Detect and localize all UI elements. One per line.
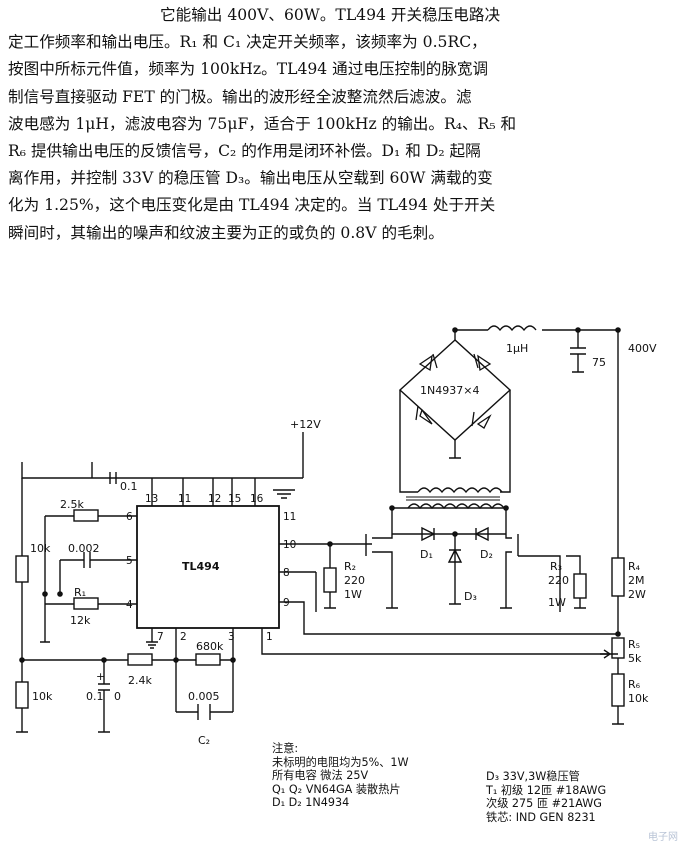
c2-name: C₂ xyxy=(198,734,210,747)
r3-value: 220 xyxy=(548,574,569,587)
r6-value: 10k xyxy=(628,692,649,705)
pin-9: 9 xyxy=(283,597,290,609)
output-voltage-label: 400V xyxy=(628,342,657,355)
notes-line: 未标明的电阻均为5%、1W xyxy=(272,755,409,769)
r-10k-bottom-label: 10k xyxy=(32,690,53,703)
r-2.4k-label: 2.4k xyxy=(128,674,152,687)
r1-name: R₁ xyxy=(74,586,86,599)
paragraph-line: R₆ 提供输出电压的反馈信号，C₂ 的作用是闭环补偿。D₁ 和 D₂ 起隔 xyxy=(8,142,481,161)
paragraph-line: 化为 1.25%，这个电压变化是由 TL494 决定的。当 TL494 处于开关 xyxy=(8,196,496,215)
output-cap-label: 75 xyxy=(592,356,606,369)
pin-11: 11 xyxy=(178,493,191,505)
resistor-r3 xyxy=(573,573,587,599)
resistor-r6 xyxy=(611,673,625,707)
resistor-r1 xyxy=(73,597,99,610)
tl494-ic-body xyxy=(136,505,280,629)
d2-label: D₂ xyxy=(480,548,493,561)
d1-label: D₁ xyxy=(420,548,433,561)
cap-plus-sign: + xyxy=(96,670,105,683)
paragraph-line: 波电感为 1μH，滤波电容为 75μF，适合于 100kHz 的输出。R₄、R₅… xyxy=(8,114,517,133)
r6-name: R₆ xyxy=(628,678,641,691)
pin-16: 16 xyxy=(250,493,264,505)
notes-line: 注意: xyxy=(272,742,299,755)
pin-1: 1 xyxy=(266,631,273,643)
notes-left: 注意: 未标明的电阻均为5%、1W 所有电容 微法 25V Q₁ Q₂ VN64… xyxy=(272,742,409,810)
r-10k-left-label: 10k xyxy=(30,542,51,555)
r5-name: R₅ xyxy=(628,638,640,651)
r4-name: R₄ xyxy=(628,560,641,573)
r2-power: 1W xyxy=(344,588,362,601)
resistor-10k-bottom xyxy=(15,681,29,709)
cap-0.1-top-label: 0.1 xyxy=(120,480,138,493)
pin-10: 10 xyxy=(283,539,296,551)
pin-2: 2 xyxy=(180,631,187,643)
resistor-680k xyxy=(195,653,221,666)
r5-value: 5k xyxy=(628,652,642,665)
paragraph-line: 按图中所标元件值，频率为 100kHz。TL494 通过电压控制的脉宽调 xyxy=(8,60,489,79)
pin-11-right: 11 xyxy=(283,511,296,523)
paragraph-line: 定工作频率和输出电压。R₁ 和 C₁ 决定开关频率，该频率为 0.5RC， xyxy=(8,33,487,52)
pin-12: 12 xyxy=(208,493,221,505)
resistor-r5 xyxy=(611,637,625,659)
notes-line: Q₁ Q₂ VN64GA 装散热片 xyxy=(272,782,401,796)
watermark: 电子网 xyxy=(648,832,678,843)
resistor-10k-left xyxy=(15,555,29,583)
resistor-r2 xyxy=(323,567,337,593)
r2-value: 220 xyxy=(344,574,365,587)
bridge-diodes xyxy=(415,353,492,429)
paragraph-line: 它能输出 400V、60W。TL494 开关稳压电路决 xyxy=(160,6,501,24)
r4-value: 2M xyxy=(628,574,645,587)
inductor-label: 1μH xyxy=(506,342,528,355)
r-2.5k-label: 2.5k xyxy=(60,498,84,511)
pin-7: 7 xyxy=(157,631,164,643)
notes-right: D₃ 33V,3W稳压管 T₁ 初级 12匝 #18AWG 次级 275 匝 #… xyxy=(486,770,606,824)
pin-15: 15 xyxy=(228,493,241,505)
pin-5: 5 xyxy=(126,555,133,567)
description-paragraph: 它能输出 400V、60W。TL494 开关稳压电路决 定工作频率和输出电压。R… xyxy=(8,2,676,247)
d3-label: D₃ xyxy=(464,590,477,603)
notes-line: 次级 275 匝 #21AWG xyxy=(486,797,602,811)
resistor-2k4 xyxy=(127,653,153,666)
r1-value: 12k xyxy=(70,614,91,627)
resistor-r4 xyxy=(611,557,625,597)
notes-line: 铁芯: IND GEN 8231 xyxy=(486,810,596,824)
notes-line: T₁ 初级 12匝 #18AWG xyxy=(486,783,607,797)
cap-0.002-label: 0.002 xyxy=(68,542,100,555)
bridge-label: 1N4937×4 xyxy=(420,384,479,397)
junction-dots xyxy=(19,327,621,663)
pin-6: 6 xyxy=(126,511,133,523)
r2-name: R₂ xyxy=(344,560,356,573)
r4-power: 2W xyxy=(628,588,646,601)
circuit-schematic: TL494 13 11 12 15 16 11 6 5 4 10 8 9 7 2… xyxy=(15,325,657,747)
cap-0.1-bottom-label: 0.1 xyxy=(86,690,104,703)
r-680k-label: 680k xyxy=(196,640,224,653)
pin-8: 8 xyxy=(283,567,290,579)
ic-label: TL494 xyxy=(182,560,220,573)
paragraph-line: 瞬间时，其输出的噪声和纹波主要为正的或负的 0.8V 的毛刺。 xyxy=(8,223,444,242)
r3-power: 1W xyxy=(548,596,566,609)
wires xyxy=(15,325,625,733)
paragraph-line: 制信号直接驱动 FET 的门极。输出的波形经全波整流然后滤波。滤 xyxy=(8,87,472,106)
c2-value: 0.005 xyxy=(188,690,220,703)
notes-line: D₁ D₂ 1N4934 xyxy=(272,796,350,810)
cap-0.1-polarity: 0 xyxy=(114,690,121,703)
paragraph-line: 离作用，并控制 33V 的稳压管 D₃。输出电压从空载到 60W 满载的变 xyxy=(8,169,493,188)
supply-label: +12V xyxy=(290,418,321,431)
pin-4: 4 xyxy=(126,599,133,611)
pin-13: 13 xyxy=(145,493,158,505)
r3-name: R₃ xyxy=(550,560,562,573)
resistor-2k5 xyxy=(73,509,99,522)
notes-line: D₃ 33V,3W稳压管 xyxy=(486,770,580,783)
notes-line: 所有电容 微法 25V xyxy=(272,769,369,783)
pin-3: 3 xyxy=(228,631,235,643)
